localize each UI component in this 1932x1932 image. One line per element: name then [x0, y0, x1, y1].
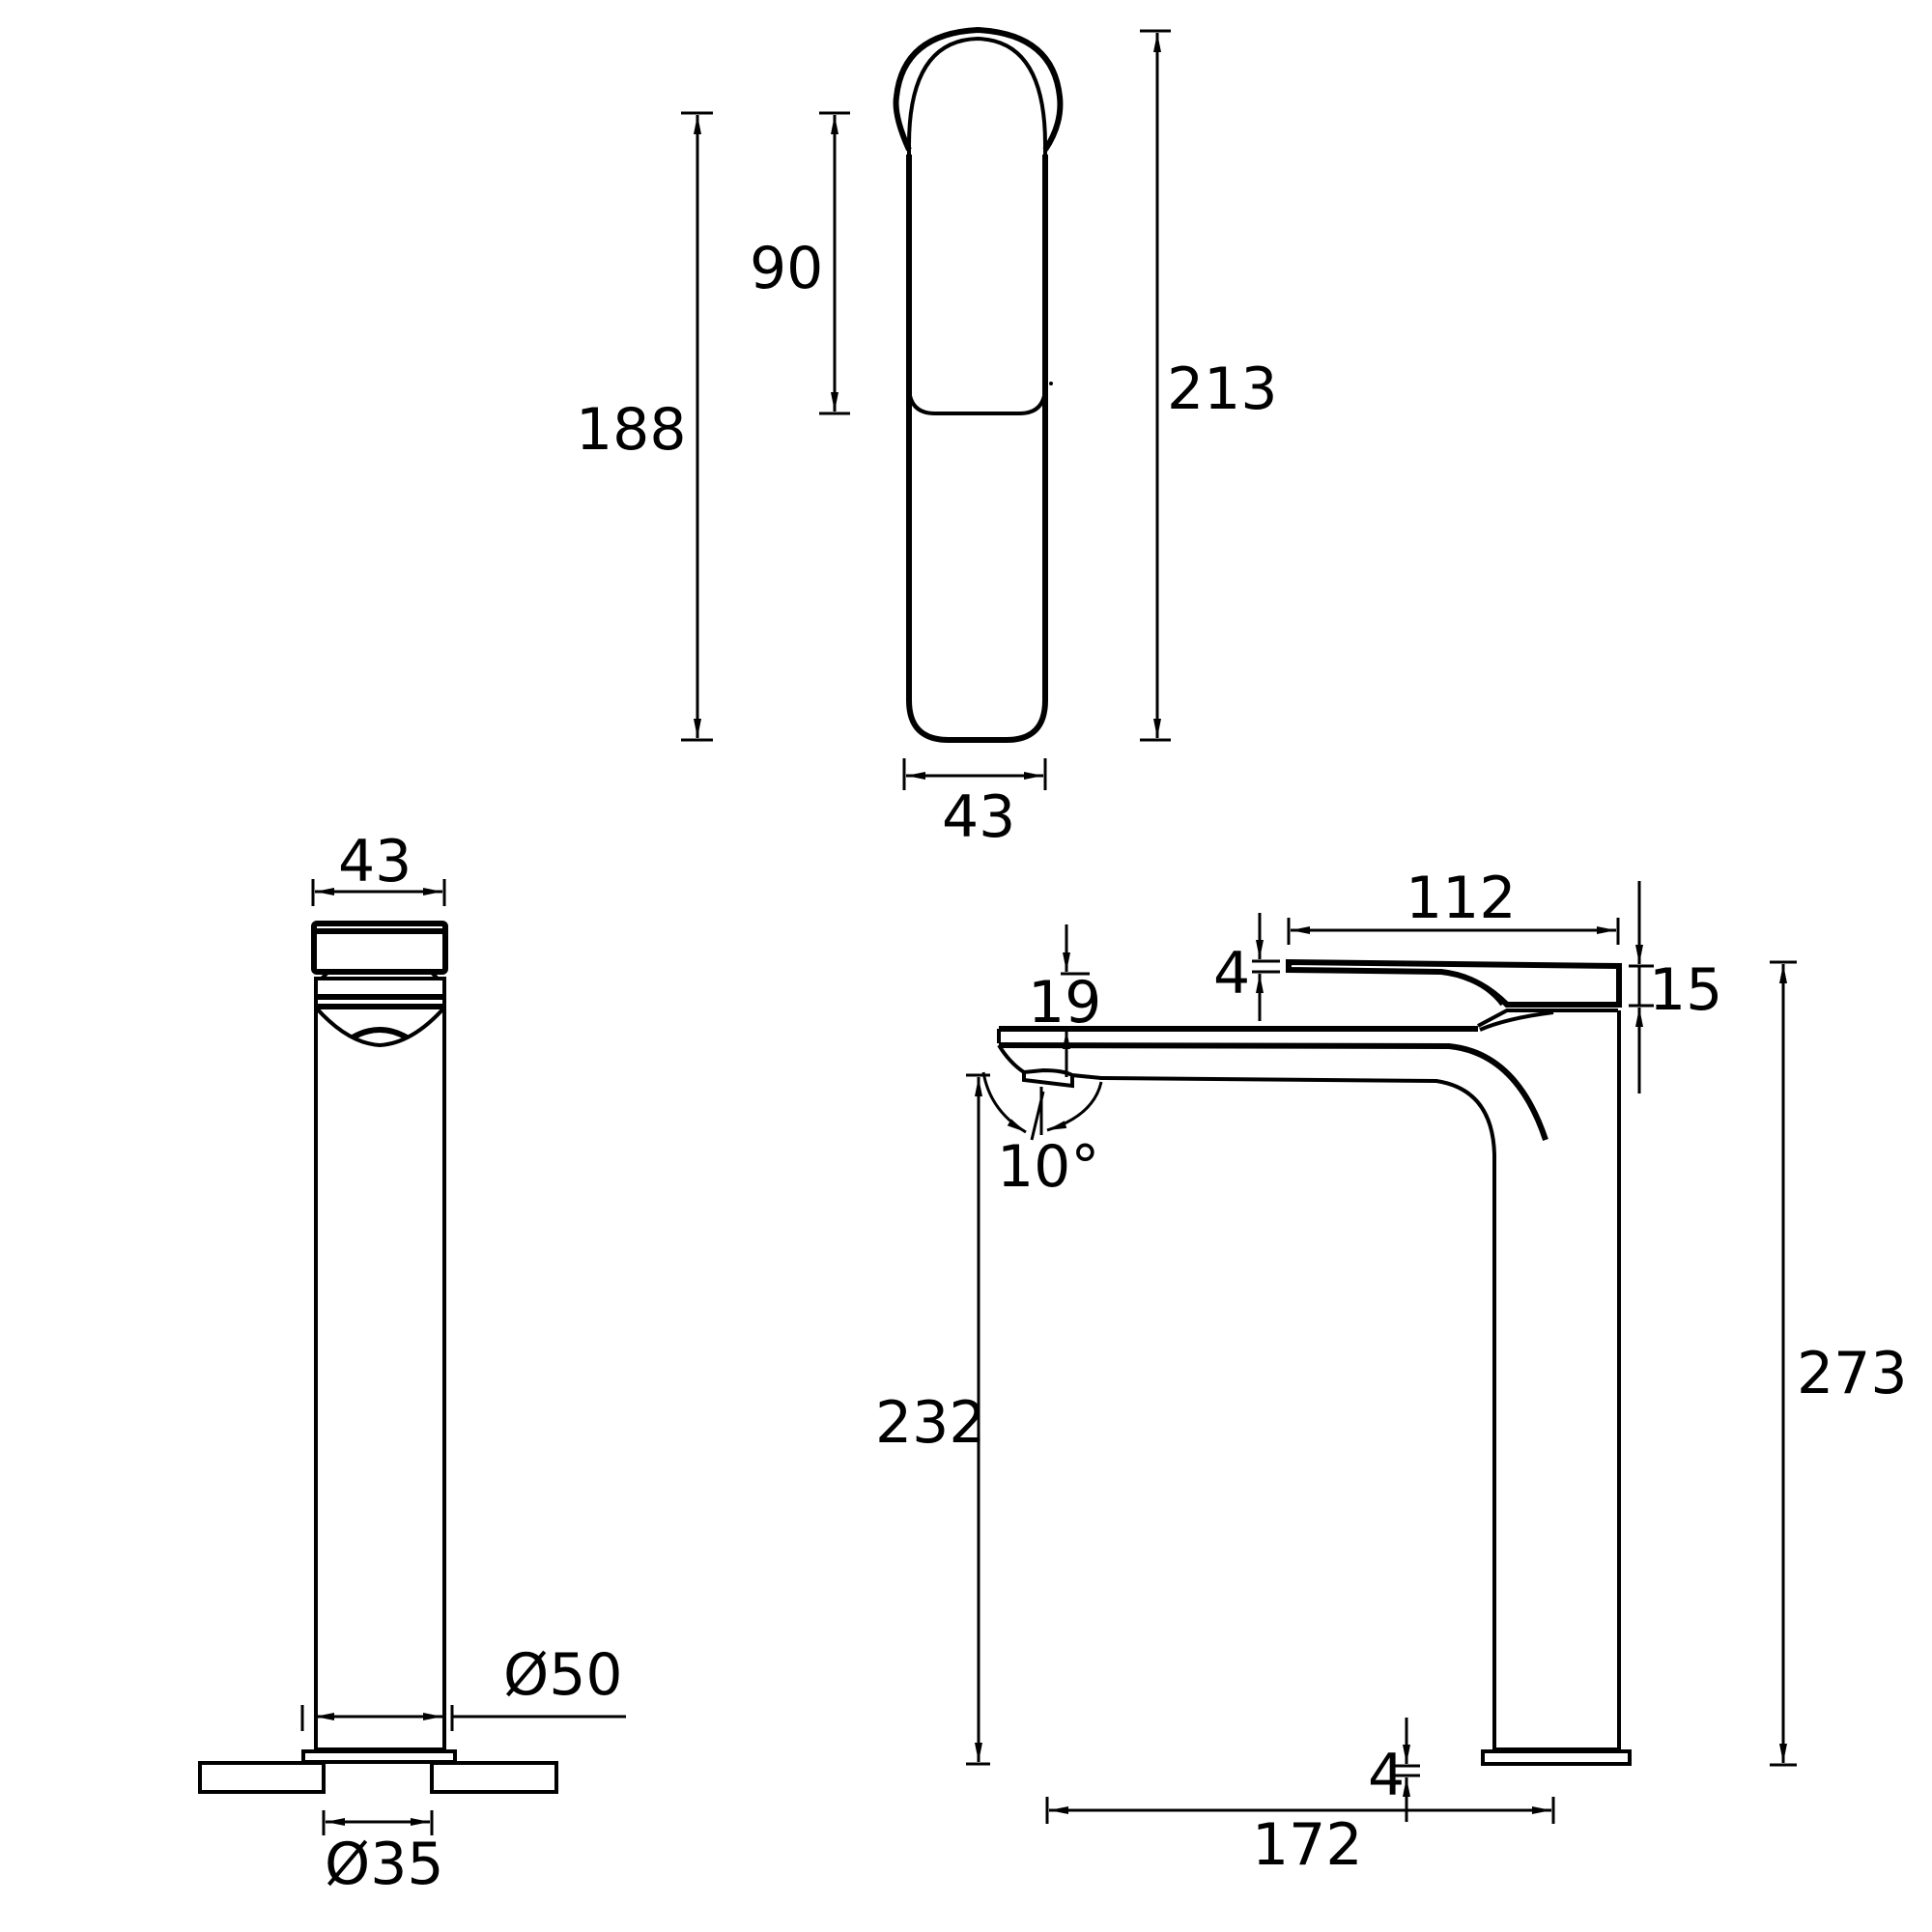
top-view-lever-outer	[893, 26, 1064, 152]
dim-19: 19	[1028, 924, 1101, 1077]
dim-front-43: 43	[311, 828, 446, 906]
top-view: 188 90 213 43	[576, 26, 1278, 851]
side-view-base	[1481, 1749, 1632, 1766]
dim-50: Ø50	[300, 1641, 626, 1731]
dim-top-43: 43	[902, 758, 1047, 851]
front-view-lever-cap	[311, 921, 448, 975]
dim-35: Ø35	[322, 1810, 444, 1898]
dim-15-label: 15	[1649, 956, 1722, 1024]
dim-172-label: 172	[1252, 1811, 1363, 1879]
dim-top-43-label: 43	[942, 783, 1015, 851]
side-view-lever	[1286, 958, 1622, 1008]
dim-15: 15	[1629, 881, 1722, 1094]
dim-213-label: 213	[1167, 355, 1278, 423]
dim-273: 273	[1770, 960, 1908, 1767]
dim-232: 232	[875, 1073, 990, 1766]
dim-188-label: 188	[576, 396, 687, 464]
front-view: 43 Ø50 Ø35	[198, 828, 626, 1898]
dim-232-label: 232	[875, 1389, 986, 1457]
dim-213: 213	[1140, 29, 1278, 742]
front-view-base-flange	[301, 1749, 457, 1764]
front-view-plate-right	[430, 1761, 558, 1794]
dim-90-label: 90	[750, 235, 823, 302]
dim-19-label: 19	[1028, 969, 1101, 1037]
dim-front-43-label: 43	[338, 828, 412, 895]
dim-4-base-label: 4	[1368, 1742, 1405, 1809]
dim-172: 172	[1045, 1797, 1555, 1879]
dim-4-top-label: 4	[1213, 940, 1250, 1008]
dim-273-label: 273	[1797, 1340, 1908, 1407]
side-view: 112 15 4 19	[875, 865, 1908, 1879]
top-view-dot	[1049, 382, 1053, 385]
dim-188: 188	[576, 111, 713, 742]
dim-4-base: 4	[1368, 1718, 1420, 1822]
dim-10-degree: 10°	[981, 1071, 1103, 1201]
front-view-collar	[314, 977, 446, 1008]
dim-35-label: Ø35	[325, 1831, 444, 1898]
dim-112: 112	[1287, 865, 1620, 945]
dim-4-top: 4	[1213, 913, 1280, 1021]
top-view-body-outline	[906, 155, 1048, 743]
top-view-lever-inner	[907, 36, 1047, 415]
dim-10-degree-label: 10°	[997, 1133, 1099, 1201]
front-view-plate-left	[198, 1761, 326, 1794]
dim-90: 90	[750, 111, 850, 415]
dim-50-label: Ø50	[503, 1641, 623, 1709]
dim-112-label: 112	[1406, 865, 1517, 932]
